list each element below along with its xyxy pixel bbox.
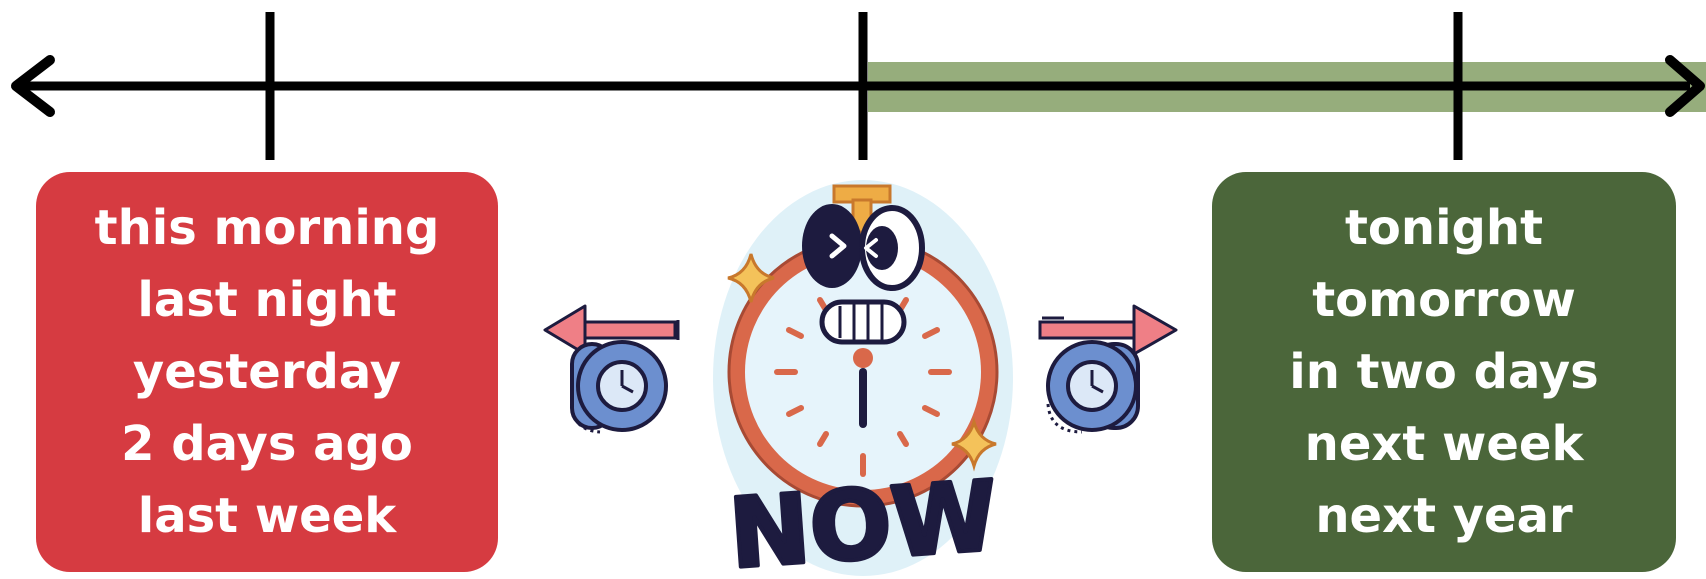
past-expression: last night (137, 264, 396, 336)
now-label: NOW (726, 460, 1001, 579)
clock-icon (1048, 342, 1138, 432)
future-expression: next year (1315, 480, 1572, 552)
past-expression: last week (138, 480, 396, 552)
future-expression: tomorrow (1312, 264, 1576, 336)
clock-icon (572, 342, 666, 432)
future-expression: next week (1305, 408, 1584, 480)
future-expression: tonight (1345, 192, 1543, 264)
past-expressions-box: this morning last night yesterday 2 days… (36, 172, 498, 572)
future-expressions-box: tonight tomorrow in two days next week n… (1212, 172, 1676, 572)
past-expression: yesterday (133, 336, 401, 408)
past-expression: this morning (95, 192, 440, 264)
stopwatch-mascot-icon: NOW (713, 180, 1013, 579)
future-expression: in two days (1289, 336, 1598, 408)
past-expression: 2 days ago (121, 408, 413, 480)
